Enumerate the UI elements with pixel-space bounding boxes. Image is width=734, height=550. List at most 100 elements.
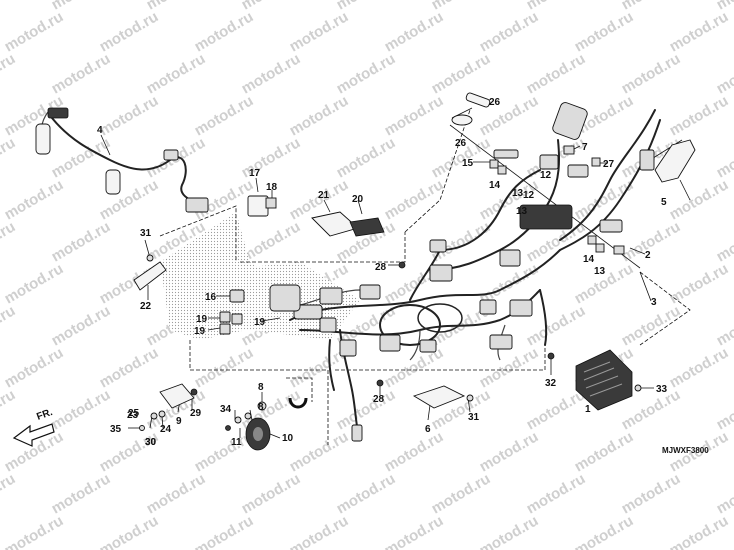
callout-26: 26 <box>455 138 467 149</box>
callout-28: 28 <box>373 394 385 405</box>
relay-holders-20-21 <box>311 211 385 237</box>
callout-13: 13 <box>516 206 528 217</box>
watermark-text: motod.ru <box>382 512 447 550</box>
watermark-text: motod.ru <box>49 218 114 265</box>
watermark-text: motod.ru <box>429 50 494 97</box>
callout-28: 28 <box>375 262 387 273</box>
guide-frame-right <box>639 271 691 346</box>
guide-frame-left <box>159 205 237 262</box>
watermark-text: motod.ru <box>287 8 352 55</box>
watermark-text: motod.ru <box>382 176 447 223</box>
watermark-text: motod.ru <box>144 470 209 517</box>
callout-19: 19 <box>254 317 266 328</box>
callout-26: 26 <box>489 97 501 108</box>
callout-5: 5 <box>661 197 667 208</box>
callout-10: 10 <box>282 433 294 444</box>
watermark-text: motod.ru <box>334 386 399 433</box>
front-direction-arrow: FR. <box>12 407 55 447</box>
callout-8: 8 <box>258 402 264 413</box>
watermark-text: motod.ru <box>287 512 352 550</box>
callout-34: 34 <box>220 404 232 415</box>
connectors-16-19 <box>219 284 301 335</box>
horn-10 <box>225 401 271 451</box>
watermark-text: motod.ru <box>619 470 684 517</box>
sensor-left <box>35 123 51 155</box>
callout-25: 25 <box>128 408 140 419</box>
watermark-text: motod.ru <box>2 512 67 550</box>
main-wire-harness <box>289 102 661 442</box>
watermark-text: motod.ru <box>667 260 732 307</box>
watermark-text: motod.ru <box>192 344 257 391</box>
callout-17: 17 <box>249 168 261 179</box>
bracket-9-hardware <box>139 383 198 431</box>
watermark-text: motod.ru <box>287 428 352 475</box>
watermark-text: motod.ru <box>0 50 18 97</box>
callout-12: 12 <box>540 170 552 181</box>
callout-9: 9 <box>176 416 182 427</box>
watermark-text: motod.ru <box>477 512 542 550</box>
callout-31: 31 <box>140 228 152 239</box>
watermark-text: motod.ru <box>477 428 542 475</box>
watermark-text: motod.ru <box>382 92 447 139</box>
callout-14: 14 <box>583 254 595 265</box>
watermark-text: motod.ru <box>334 50 399 97</box>
watermark-text: motod.ru <box>714 386 734 433</box>
callout-12: 12 <box>523 190 535 201</box>
watermark-text: motod.ru <box>714 50 734 97</box>
watermark-text: motod.ru <box>667 92 732 139</box>
watermark-text: motod.ru <box>0 134 18 181</box>
callout-30: 30 <box>145 437 157 448</box>
watermark-text: motod.ru <box>477 344 542 391</box>
watermark-text: motod.ru <box>619 50 684 97</box>
callout-27: 27 <box>603 159 615 170</box>
harness-cover-5 <box>654 139 696 183</box>
watermark-text: motod.ru <box>192 8 257 55</box>
callout-24: 24 <box>160 424 172 435</box>
watermark-text: motod.ru <box>144 50 209 97</box>
callout-15: 15 <box>462 158 474 169</box>
watermark-text: motod.ru <box>97 92 162 139</box>
callout-21: 21 <box>318 190 330 201</box>
watermark-text: motod.ru <box>667 512 732 550</box>
watermark-text: motod.ru <box>239 470 304 517</box>
callout-labels: 1234567891011121314151617181920212223242… <box>97 97 668 448</box>
callout-19: 19 <box>194 326 206 337</box>
callout-7: 7 <box>582 142 588 153</box>
watermark-text: motod.ru <box>0 0 18 13</box>
watermark-text: motod.ru <box>97 512 162 550</box>
watermark-text: motod.ru <box>2 344 67 391</box>
watermark-text: motod.ru <box>2 8 67 55</box>
callout-6: 6 <box>425 424 431 435</box>
watermark-text: motod.ru <box>334 470 399 517</box>
callout-35: 35 <box>110 424 122 435</box>
watermark-text: motod.ru <box>49 470 114 517</box>
watermark-text: motod.ru <box>382 8 447 55</box>
watermark-text: motod.ru <box>0 218 18 265</box>
watermark-text: motod.ru <box>0 302 18 349</box>
watermark-text: motod.ru <box>192 92 257 139</box>
relay-17-18 <box>247 195 277 217</box>
bolt-28-top <box>398 261 406 269</box>
watermark-text: motod.ru <box>714 134 734 181</box>
clamp <box>288 397 308 409</box>
callout-13: 13 <box>594 266 606 277</box>
fuse-box <box>519 204 573 230</box>
part-26-items <box>451 92 491 126</box>
sensor-right <box>105 169 121 195</box>
callout-32: 32 <box>545 378 557 389</box>
watermark-text: motod.ru <box>572 512 637 550</box>
watermark-text: motod.ru <box>49 386 114 433</box>
watermark-text: motod.ru <box>0 386 18 433</box>
watermark-text: motod.ru <box>239 50 304 97</box>
leader-lines <box>100 107 691 439</box>
bolt-32 <box>547 352 555 360</box>
watermark-text: motod.ru <box>97 344 162 391</box>
bolt-28-bottom <box>376 379 384 387</box>
watermark-text: motod.ru <box>0 470 18 517</box>
watermark-text: motod.ru <box>714 470 734 517</box>
watermark-text: motod.ru <box>334 134 399 181</box>
callout-14: 14 <box>489 180 501 191</box>
watermark-text: motod.ru <box>572 176 637 223</box>
